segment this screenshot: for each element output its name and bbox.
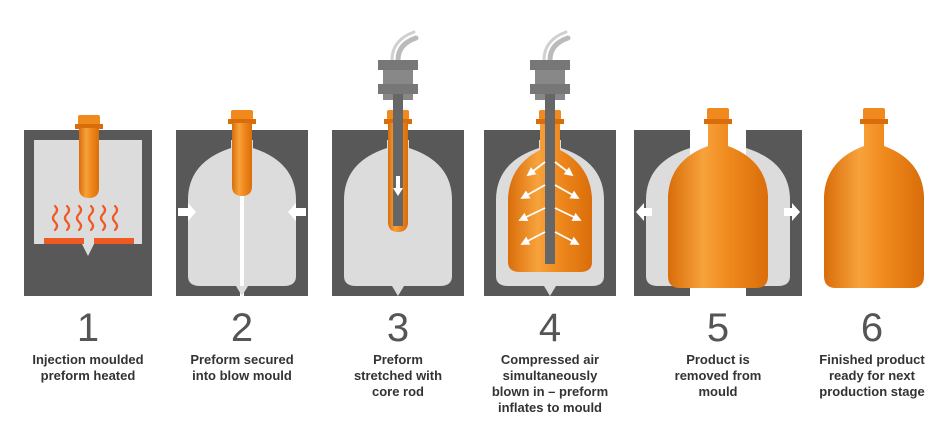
process-illustration <box>24 30 924 296</box>
preform <box>79 128 99 198</box>
preform-ring <box>75 124 103 129</box>
air-line <box>547 35 571 63</box>
bottle-ring <box>704 119 732 124</box>
step-6-number: 6 <box>860 306 884 350</box>
bottle-neck <box>707 108 729 120</box>
rod-clamp-base <box>378 84 418 94</box>
step-3-number: 3 <box>386 306 410 350</box>
step-6-illustration <box>824 108 924 288</box>
core-rod <box>545 94 555 264</box>
step-5-caption: Product is removed from mould <box>674 352 762 399</box>
mould-gate <box>236 286 248 296</box>
step-3-illustration <box>332 30 464 296</box>
mould-split <box>240 160 244 296</box>
finished-bottle <box>824 124 924 288</box>
step-3-caption: Preform stretched with core rod <box>353 352 443 399</box>
step-2-illustration <box>176 110 308 296</box>
preform-ring <box>228 119 256 124</box>
mould-gate <box>392 286 404 296</box>
step-2-caption: Preform secured into blow mould <box>190 352 294 383</box>
step-1-illustration <box>24 115 152 296</box>
bottle-neck <box>863 108 885 120</box>
step-5-number: 5 <box>706 306 730 350</box>
stretch-arrow <box>393 176 403 196</box>
arrow-right-out <box>784 203 800 221</box>
mould-gate <box>544 286 556 296</box>
step-6-caption: Finished product ready for next producti… <box>819 352 925 399</box>
step-4-caption: Compressed air simultaneously blown in –… <box>491 352 609 415</box>
rod-clamp-top <box>530 60 570 70</box>
heater-right <box>94 238 134 244</box>
mould-gate <box>82 244 94 256</box>
step-2-number: 2 <box>230 306 254 350</box>
rod-clamp-base <box>530 84 570 94</box>
bottle-ring <box>860 119 888 124</box>
heat-waves <box>51 204 119 232</box>
core-rod <box>393 94 403 226</box>
step-1-number: 1 <box>76 306 100 350</box>
preform-neck <box>78 115 100 125</box>
arrow-left-in <box>288 203 306 221</box>
step-1-caption: Injection moulded preform heated <box>32 352 144 383</box>
step-5-illustration <box>634 108 802 296</box>
air-arrows <box>518 161 582 245</box>
arrow-left-out <box>636 203 652 221</box>
rod-clamp-top <box>378 60 418 70</box>
air-line <box>395 35 419 63</box>
step-4-number: 4 <box>538 306 562 350</box>
preform-neck <box>231 110 253 120</box>
heater-left <box>44 238 84 244</box>
finished-bottle <box>668 124 768 288</box>
step-4-illustration <box>484 30 616 296</box>
preform <box>232 123 252 196</box>
arrow-right-in <box>178 203 196 221</box>
